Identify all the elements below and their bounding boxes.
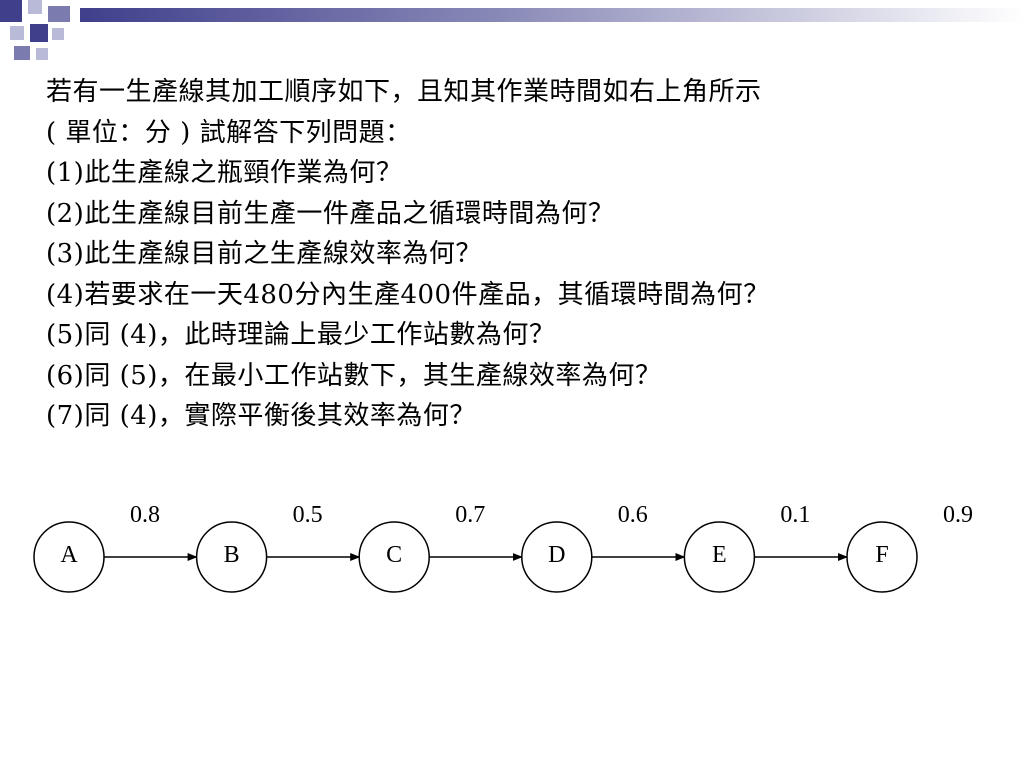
question-4: (4)若要求在一天480分內生產400件產品，其循環時間為何？ xyxy=(46,279,770,310)
decor-square-8 xyxy=(36,48,48,60)
question-7: (7)同 (4)，實際平衡後其效率為何？ xyxy=(46,401,476,431)
question-1: (1)此生產線之瓶頸作業為何？ xyxy=(46,158,403,188)
node-a xyxy=(33,521,105,593)
title-gradient-bar xyxy=(80,8,1024,22)
time-label-a: 0.8 xyxy=(130,502,160,528)
decor-square-7 xyxy=(14,46,30,60)
question-6: (6)同 (5)，在最小工作站數下，其生產線效率為何？ xyxy=(46,360,662,391)
node-label-d: D xyxy=(548,542,566,568)
decor-square-4 xyxy=(10,26,24,40)
decor-square-2 xyxy=(28,0,42,14)
decor-square-5 xyxy=(30,24,48,42)
question-3: (3)此生產線目前之生產線效率為何？ xyxy=(46,239,482,269)
problem-line-unit: ( 單位：分 ) 試解答下列問題： xyxy=(46,117,412,148)
node-d xyxy=(521,521,593,593)
title-bar-decoration xyxy=(0,0,1024,62)
node-f xyxy=(846,521,918,593)
node-label-b: B xyxy=(223,542,240,568)
precedence-diagram-svg xyxy=(33,521,918,593)
problem-line-intro: 若有一生產線其加工順序如下，且知其作業時間如右上角所示 xyxy=(46,77,762,107)
time-label-d: 0.6 xyxy=(617,502,648,528)
node-label-a: A xyxy=(60,542,78,568)
time-label-e: 0.1 xyxy=(780,502,811,528)
time-label-f: 0.9 xyxy=(943,502,973,528)
time-label-b: 0.5 xyxy=(292,502,323,528)
decor-square-3 xyxy=(48,6,70,22)
node-label-c: C xyxy=(386,542,403,568)
node-label-e: E xyxy=(712,542,727,568)
time-label-c: 0.7 xyxy=(455,502,486,528)
node-b xyxy=(195,521,268,593)
node-label-f: F xyxy=(875,542,889,568)
node-c xyxy=(358,521,430,593)
question-5: (5)同 (4)，此時理論上最少工作站數為何？ xyxy=(46,320,556,350)
problem-text: 若有一生產線其加工順序如下，且知其作業時間如右上角所示 ( 單位：分 ) 試解答… xyxy=(46,72,1006,437)
decor-square-1 xyxy=(0,0,22,22)
question-2: (2)此生產線目前生產一件產品之循環時間為何？ xyxy=(46,198,615,229)
node-e xyxy=(683,521,756,593)
decor-square-6 xyxy=(52,28,64,40)
